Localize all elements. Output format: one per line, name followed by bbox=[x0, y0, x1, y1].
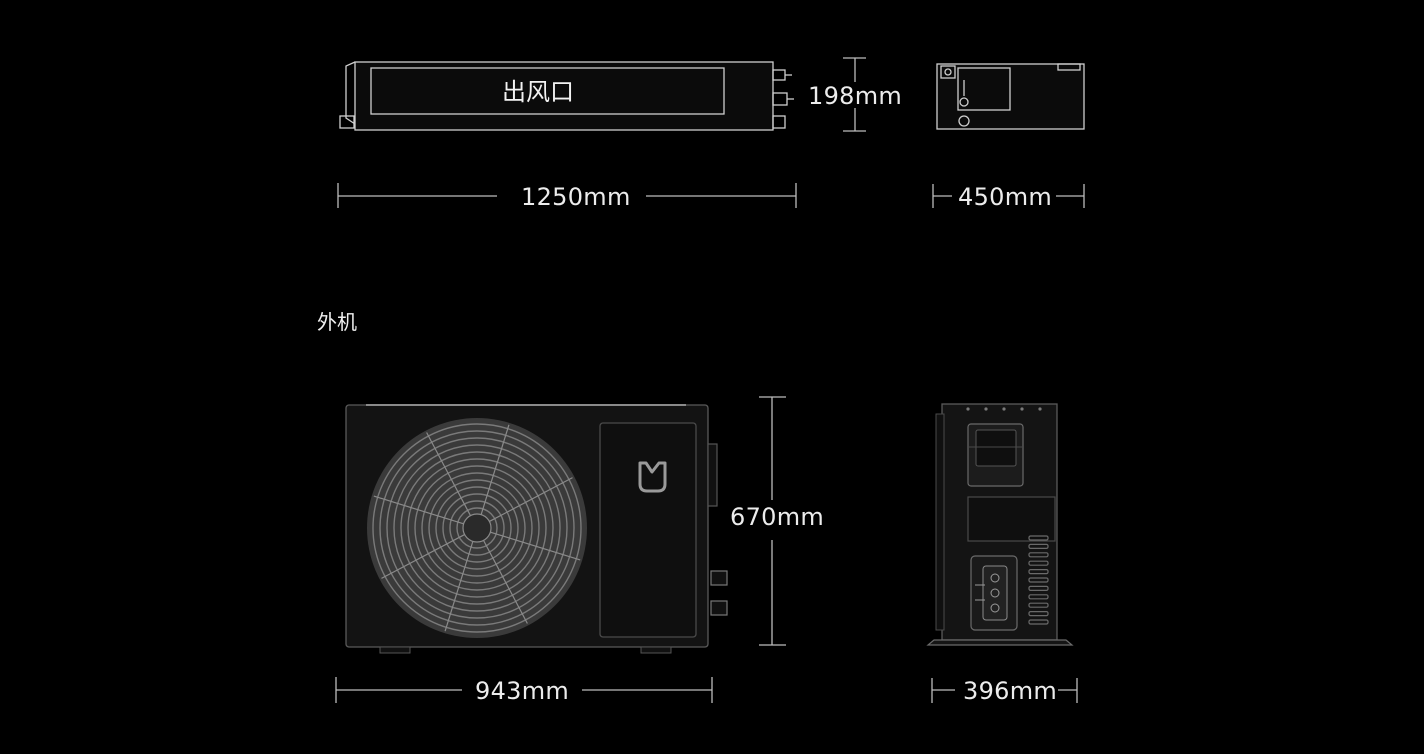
fan-ring bbox=[414, 465, 540, 591]
outdoor-height-dimension bbox=[759, 396, 786, 646]
indoor-width-dimension bbox=[337, 183, 797, 208]
fan-ring bbox=[442, 493, 512, 563]
indoor-depth-label: 450mm bbox=[958, 183, 1053, 211]
fan-spoke bbox=[480, 424, 510, 515]
air-outlet-label: 出风口 bbox=[502, 78, 574, 106]
fan-spoke bbox=[426, 432, 471, 516]
outdoor-depth-dimension bbox=[931, 678, 1078, 703]
vent-slat bbox=[1028, 560, 1049, 566]
vent-slat bbox=[1028, 577, 1049, 583]
vent-slat bbox=[1028, 535, 1049, 541]
fan-ring bbox=[379, 430, 575, 626]
indoor-height-label: 198mm bbox=[808, 82, 903, 110]
outdoor-section-label: 外机 bbox=[317, 310, 357, 334]
fan-ring bbox=[372, 423, 582, 633]
indoor-width-label: 1250mm bbox=[521, 183, 631, 211]
indoor-unit-front bbox=[339, 61, 794, 131]
fan-spoke bbox=[373, 495, 464, 525]
outdoor-unit-side bbox=[926, 403, 1074, 646]
outdoor-width-dimension bbox=[335, 677, 713, 703]
fan-spoke bbox=[444, 541, 474, 632]
fan-ring bbox=[428, 479, 526, 577]
outdoor-height-label: 670mm bbox=[730, 503, 825, 531]
vent-slat bbox=[1028, 543, 1049, 550]
vent-slat bbox=[1028, 585, 1049, 592]
vent-slat bbox=[1028, 568, 1049, 575]
fan-ring bbox=[435, 486, 519, 570]
fan-ring bbox=[456, 507, 498, 549]
indoor-height-dimension bbox=[843, 57, 866, 132]
fan-ring bbox=[386, 437, 568, 619]
fan-ring bbox=[421, 472, 533, 584]
outdoor-depth-label: 396mm bbox=[963, 677, 1058, 705]
fan-spoke bbox=[490, 531, 581, 561]
fan-spoke bbox=[381, 534, 465, 579]
outdoor-width-label: 943mm bbox=[475, 677, 570, 705]
fan-spoke bbox=[483, 540, 528, 624]
vent-slat bbox=[1028, 610, 1049, 617]
indoor-depth-dimension bbox=[932, 184, 1085, 208]
vent-slat bbox=[1028, 594, 1049, 600]
fan-ring bbox=[400, 451, 554, 605]
fan-ring bbox=[393, 444, 561, 612]
fan-spoke bbox=[489, 477, 573, 522]
mijia-logo-icon bbox=[638, 461, 667, 493]
outdoor-unit-front bbox=[345, 404, 728, 654]
vent-slat bbox=[1028, 552, 1049, 558]
fan-ring bbox=[407, 458, 547, 598]
vent-slat bbox=[1028, 619, 1049, 625]
vent-slat bbox=[1028, 602, 1049, 608]
indoor-unit-side bbox=[936, 63, 1085, 130]
fan-ring bbox=[449, 500, 505, 556]
